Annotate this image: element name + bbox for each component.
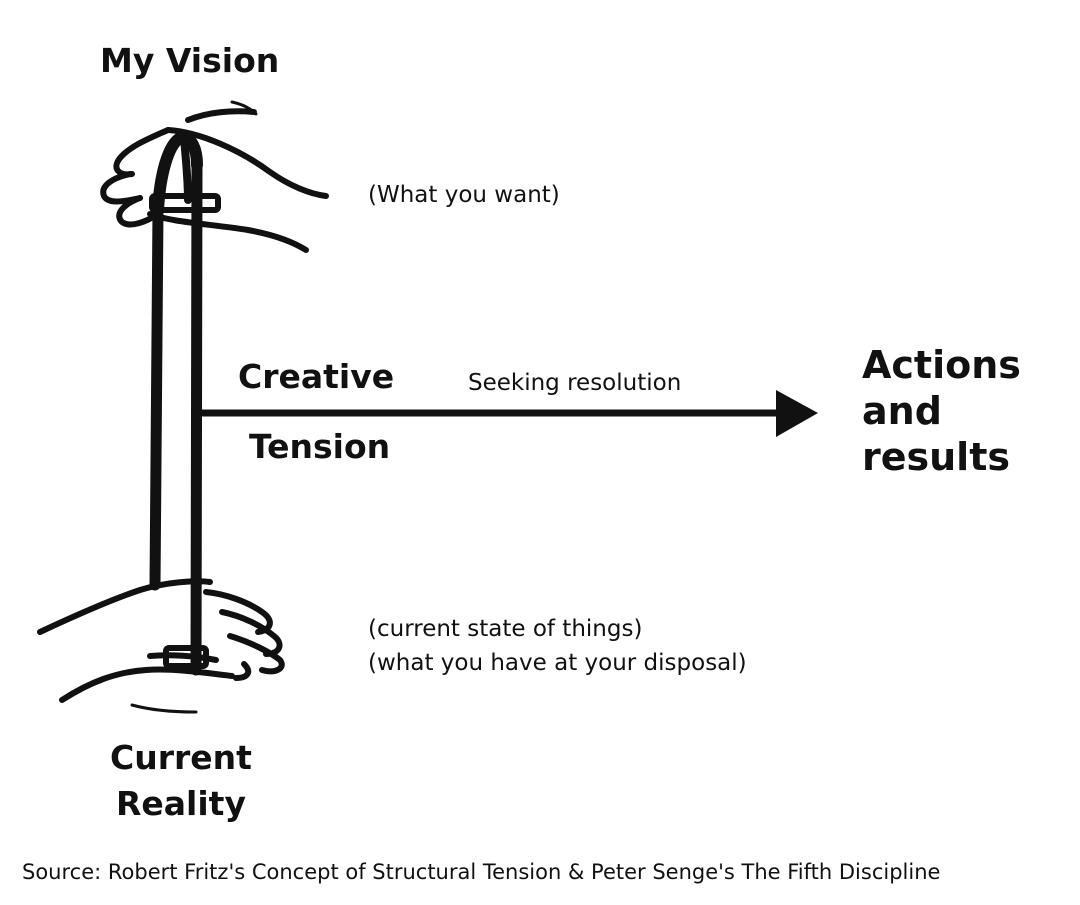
bottom-hand-icon [37,578,285,714]
arrow-label: Seeking resolution [468,370,682,396]
results-line: results [862,435,1010,479]
actions-results-label: Actions and results [862,342,1021,480]
reality-note: (current state of things) (what you have… [368,612,747,680]
reality-title-line-1: Current [110,738,252,777]
reality-title: Current Reality [110,735,252,827]
actions-line: Actions [862,343,1021,387]
reality-note-line-1: (current state of things) [368,616,643,642]
creative-tension-label-top: Creative [238,357,395,396]
reality-title-line-2: Reality [116,784,246,823]
resolution-arrow [200,390,818,437]
vision-title: My Vision [100,41,280,80]
rubber-band [149,131,203,676]
reality-note-line-2: (what you have at your disposal) [368,650,747,676]
source-citation: Source: Robert Fritz's Concept of Struct… [22,860,941,884]
top-hand-icon [100,100,329,253]
creative-tension-label-bottom: Tension [249,427,391,466]
vision-note: (What you want) [368,182,560,208]
and-line: and [862,389,942,433]
